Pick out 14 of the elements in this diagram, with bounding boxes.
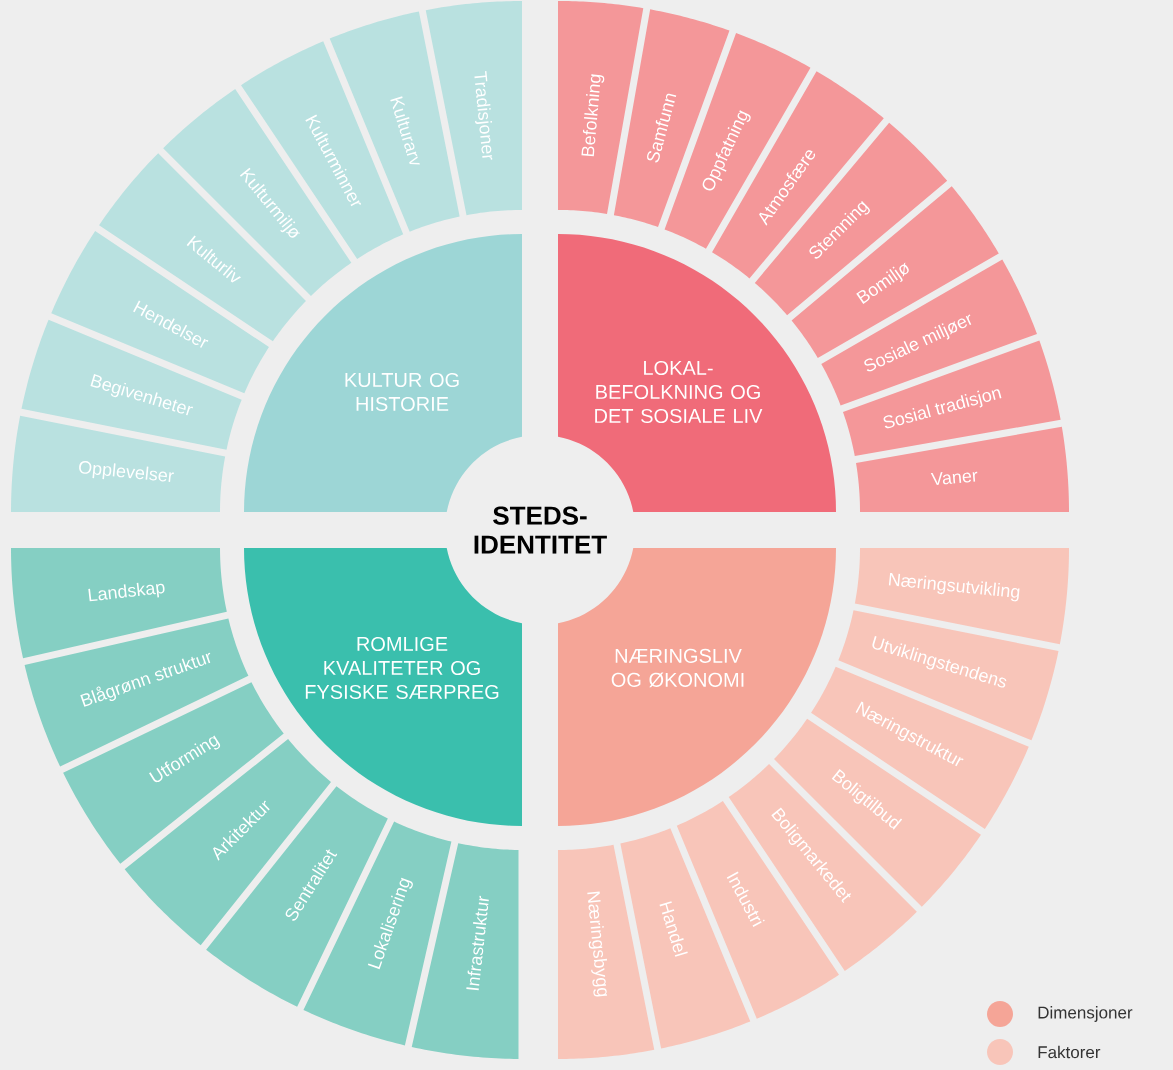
- ring-segment: Tradisjoner: [425, 1, 522, 216]
- legend-label: Dimensjoner: [1038, 1006, 1133, 1022]
- ring-segment: Befolkning: [558, 1, 644, 214]
- legend-label: Faktorer: [1038, 1045, 1101, 1059]
- node-label: Landskap: [88, 582, 165, 602]
- node-label: Befolkning: [581, 74, 605, 157]
- node-label: Infrastruktur: [466, 895, 489, 991]
- node-label: Vaner: [930, 471, 978, 485]
- ring-segment: Opplevelser: [11, 415, 226, 512]
- node-label: Næringsutvikling: [888, 572, 1020, 602]
- ring-segment: Næringsbygg: [558, 844, 655, 1059]
- node-label: Næringsbygg: [587, 891, 608, 997]
- node-label: Tradisjoner: [474, 71, 493, 160]
- node-label: Opplevelser: [79, 461, 174, 482]
